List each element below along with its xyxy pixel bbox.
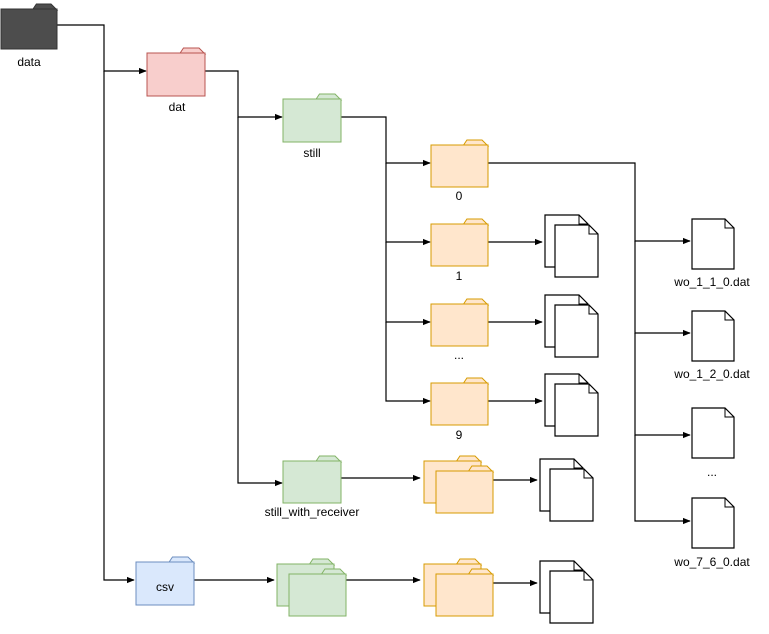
csv-nested-subfolders-icon: [423, 558, 495, 617]
file-icon: [554, 224, 599, 278]
label-data: data: [17, 55, 41, 69]
file-icon: [549, 570, 594, 624]
label-still-with-receiver: still_with_receiver: [265, 505, 360, 519]
still-with-receiver-files-icon: [539, 458, 594, 522]
folder-ellipsis-icon: [430, 298, 490, 347]
edge-still-to-ellipsis: [385, 242, 431, 326]
csv-subfolders-icon: [276, 558, 348, 617]
label-still: still: [303, 146, 320, 160]
data-folder-icon: [0, 3, 59, 50]
edge-0-to-file-last: [634, 435, 691, 525]
edge-0-to-file-1: [488, 162, 691, 245]
edge-data-to-csv: [103, 71, 135, 584]
folder-icon: [288, 568, 348, 617]
folder-1-icon: [430, 218, 490, 267]
edge-dat-to-still: [205, 70, 283, 121]
label-folder-9: 9: [456, 428, 463, 442]
folder-ellipsis-files-icon: [544, 294, 599, 358]
edge-still-to-1: [385, 163, 431, 246]
file-ellipsis-icon: [691, 407, 735, 459]
folder-9-icon: [430, 377, 490, 426]
folder-1-files-icon: [544, 214, 599, 278]
csv-folder-icon: [135, 556, 196, 606]
label-file-ellipsis: ...: [707, 465, 717, 479]
diagram-nodes: [0, 3, 735, 624]
still-with-receiver-subfolders-icon: [423, 455, 495, 514]
folder-9-files-icon: [544, 373, 599, 437]
file-wo-1-2-0-icon: [691, 310, 735, 362]
file-icon: [554, 304, 599, 358]
edge-still-to-9: [385, 322, 431, 405]
folder-0-icon: [430, 139, 490, 188]
file-icon: [549, 468, 594, 522]
label-csv: csv: [156, 580, 174, 594]
label-file-wo-7-6-0: wo_7_6_0.dat: [673, 555, 750, 569]
still-with-receiver-folder-icon: [282, 455, 343, 504]
label-file-wo-1-1-0: wo_1_1_0.dat: [673, 275, 750, 289]
dat-folder-icon: [146, 47, 207, 97]
edge-0-to-file-ellipsis: [634, 333, 691, 439]
folder-icon: [435, 465, 495, 514]
edge-still-to-0: [341, 116, 431, 167]
csv-files-icon: [539, 560, 594, 624]
folder-icon: [435, 568, 495, 617]
label-folder-ellipsis: ...: [454, 348, 464, 362]
file-icon: [554, 383, 599, 437]
file-wo-7-6-0-icon: [691, 497, 735, 549]
label-folder-1: 1: [456, 269, 463, 283]
edge-dat-to-still-with-receiver: [237, 117, 283, 487]
label-file-wo-1-2-0: wo_1_2_0.dat: [673, 367, 750, 381]
edge-data-to-dat: [57, 24, 147, 75]
still-folder-icon: [282, 93, 343, 143]
label-dat: dat: [169, 100, 186, 114]
connector-lines: [57, 24, 691, 587]
file-wo-1-1-0-icon: [691, 218, 735, 270]
label-folder-0: 0: [456, 189, 463, 203]
